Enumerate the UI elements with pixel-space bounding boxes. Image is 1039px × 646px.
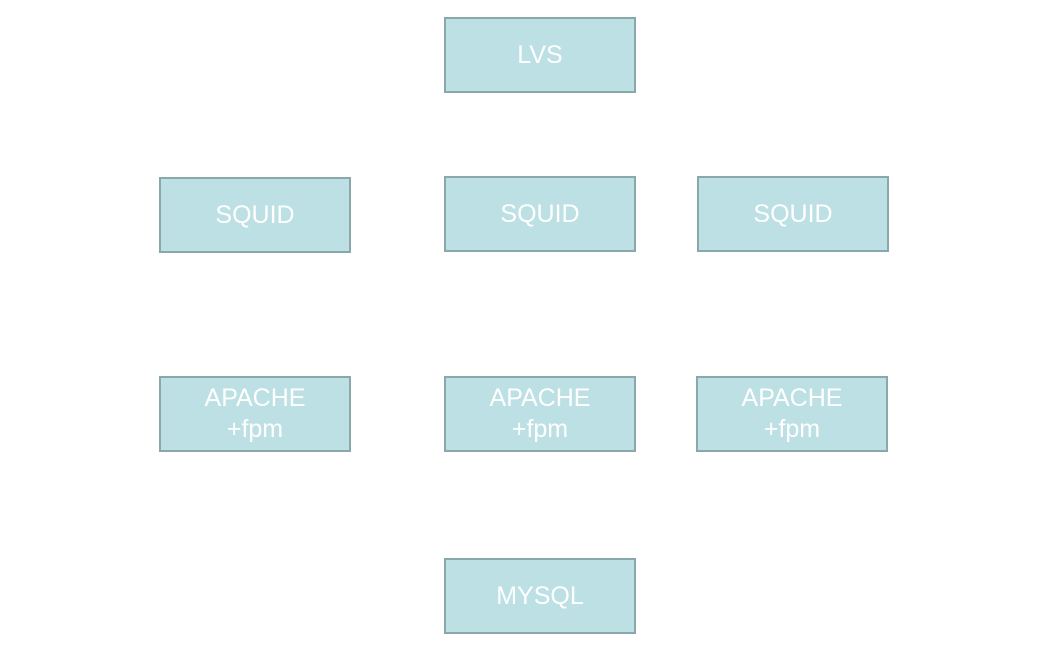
squid-node-1: SQUID [159,177,351,253]
squid-node-3: SQUID [697,176,889,252]
apache-node-2: APACHE +fpm [444,376,636,452]
squid-node-2: SQUID [444,176,636,252]
apache-node-3: APACHE +fpm [696,376,888,452]
node-label: LVS [517,40,563,69]
node-label: MYSQL [496,581,584,610]
lvs-node: LVS [444,17,636,93]
node-label: SQUID [215,200,295,229]
node-sublabel: +fpm [226,415,284,443]
node-sublabel: +fpm [511,415,569,443]
node-label: APACHE [741,384,843,412]
node-label: APACHE [489,384,591,412]
node-label: APACHE [204,384,306,412]
apache-node-1: APACHE +fpm [159,376,351,452]
node-label: SQUID [500,199,580,228]
mysql-node: MYSQL [444,558,636,634]
node-label: SQUID [753,199,833,228]
node-sublabel: +fpm [763,415,821,443]
